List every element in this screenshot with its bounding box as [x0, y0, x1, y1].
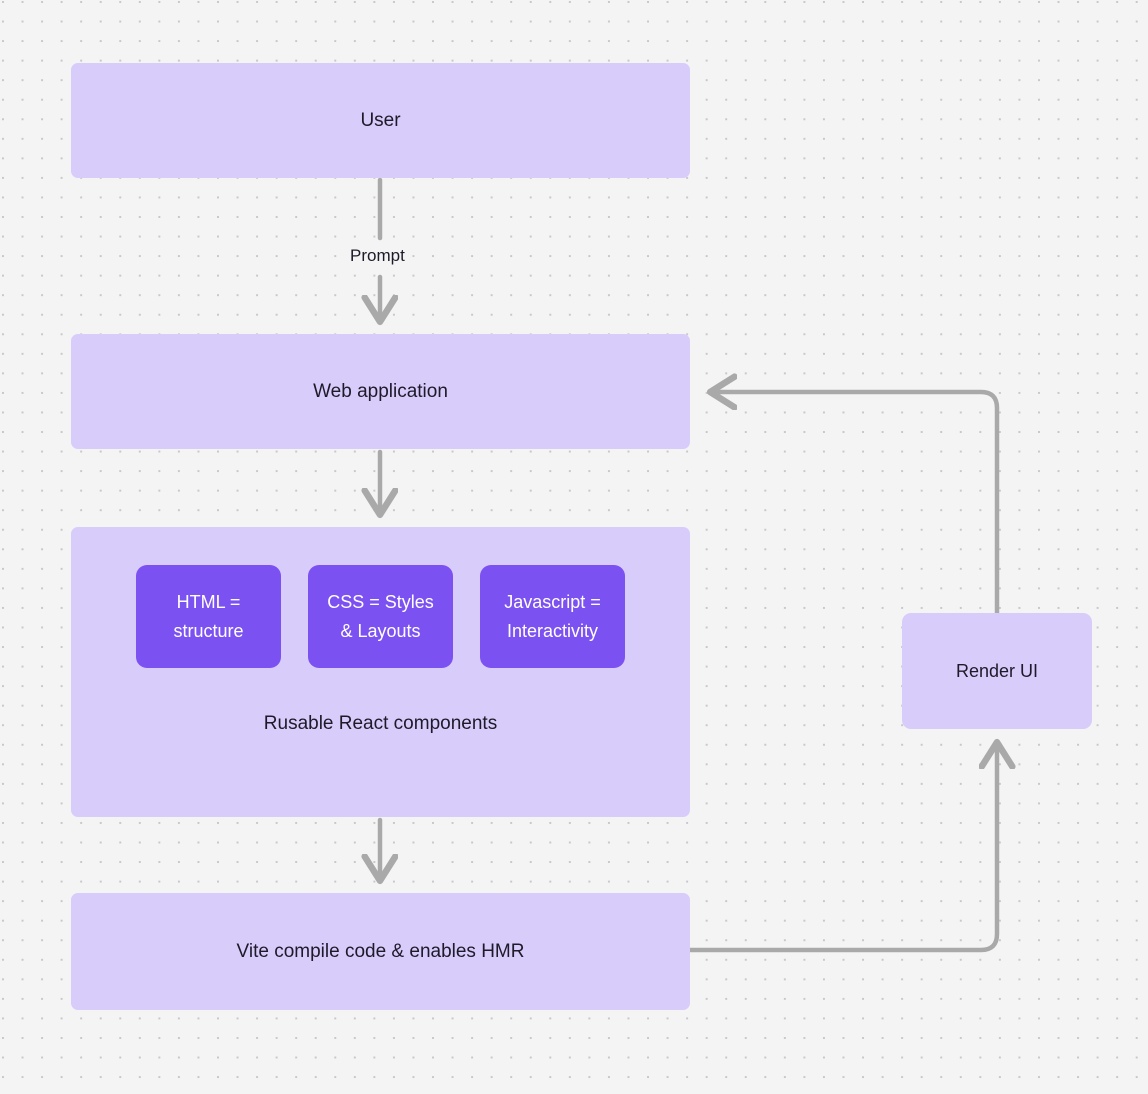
- components-group-caption: Rusable React components: [263, 713, 498, 734]
- components-row: HTML =structure CSS = Styles& Layouts Ja…: [71, 565, 690, 668]
- node-vite[interactable]: Vite compile code & enables HMR: [71, 893, 690, 1010]
- edge-vite-to-renderui: [687, 744, 997, 953]
- node-render-ui-label: Render UI: [955, 660, 1039, 681]
- node-vite-label: Vite compile code & enables HMR: [236, 940, 525, 962]
- node-user-label: User: [360, 109, 401, 131]
- node-html[interactable]: HTML =structure: [136, 565, 281, 668]
- node-html-label: HTML =structure: [173, 591, 244, 641]
- node-web-application-label: Web application: [313, 380, 448, 402]
- edge-renderui-to-webapp: [712, 392, 1000, 616]
- node-css[interactable]: CSS = Styles& Layouts: [308, 565, 453, 668]
- node-user[interactable]: User: [71, 63, 690, 178]
- node-web-application[interactable]: Web application: [71, 334, 690, 449]
- node-javascript[interactable]: Javascript =Interactivity: [480, 565, 625, 668]
- node-components-group[interactable]: HTML =structure CSS = Styles& Layouts Ja…: [71, 527, 690, 817]
- edge-label-prompt: Prompt: [345, 245, 410, 267]
- node-css-label: CSS = Styles& Layouts: [327, 591, 434, 641]
- node-render-ui[interactable]: Render UI: [902, 613, 1092, 729]
- node-javascript-label: Javascript =Interactivity: [504, 591, 601, 641]
